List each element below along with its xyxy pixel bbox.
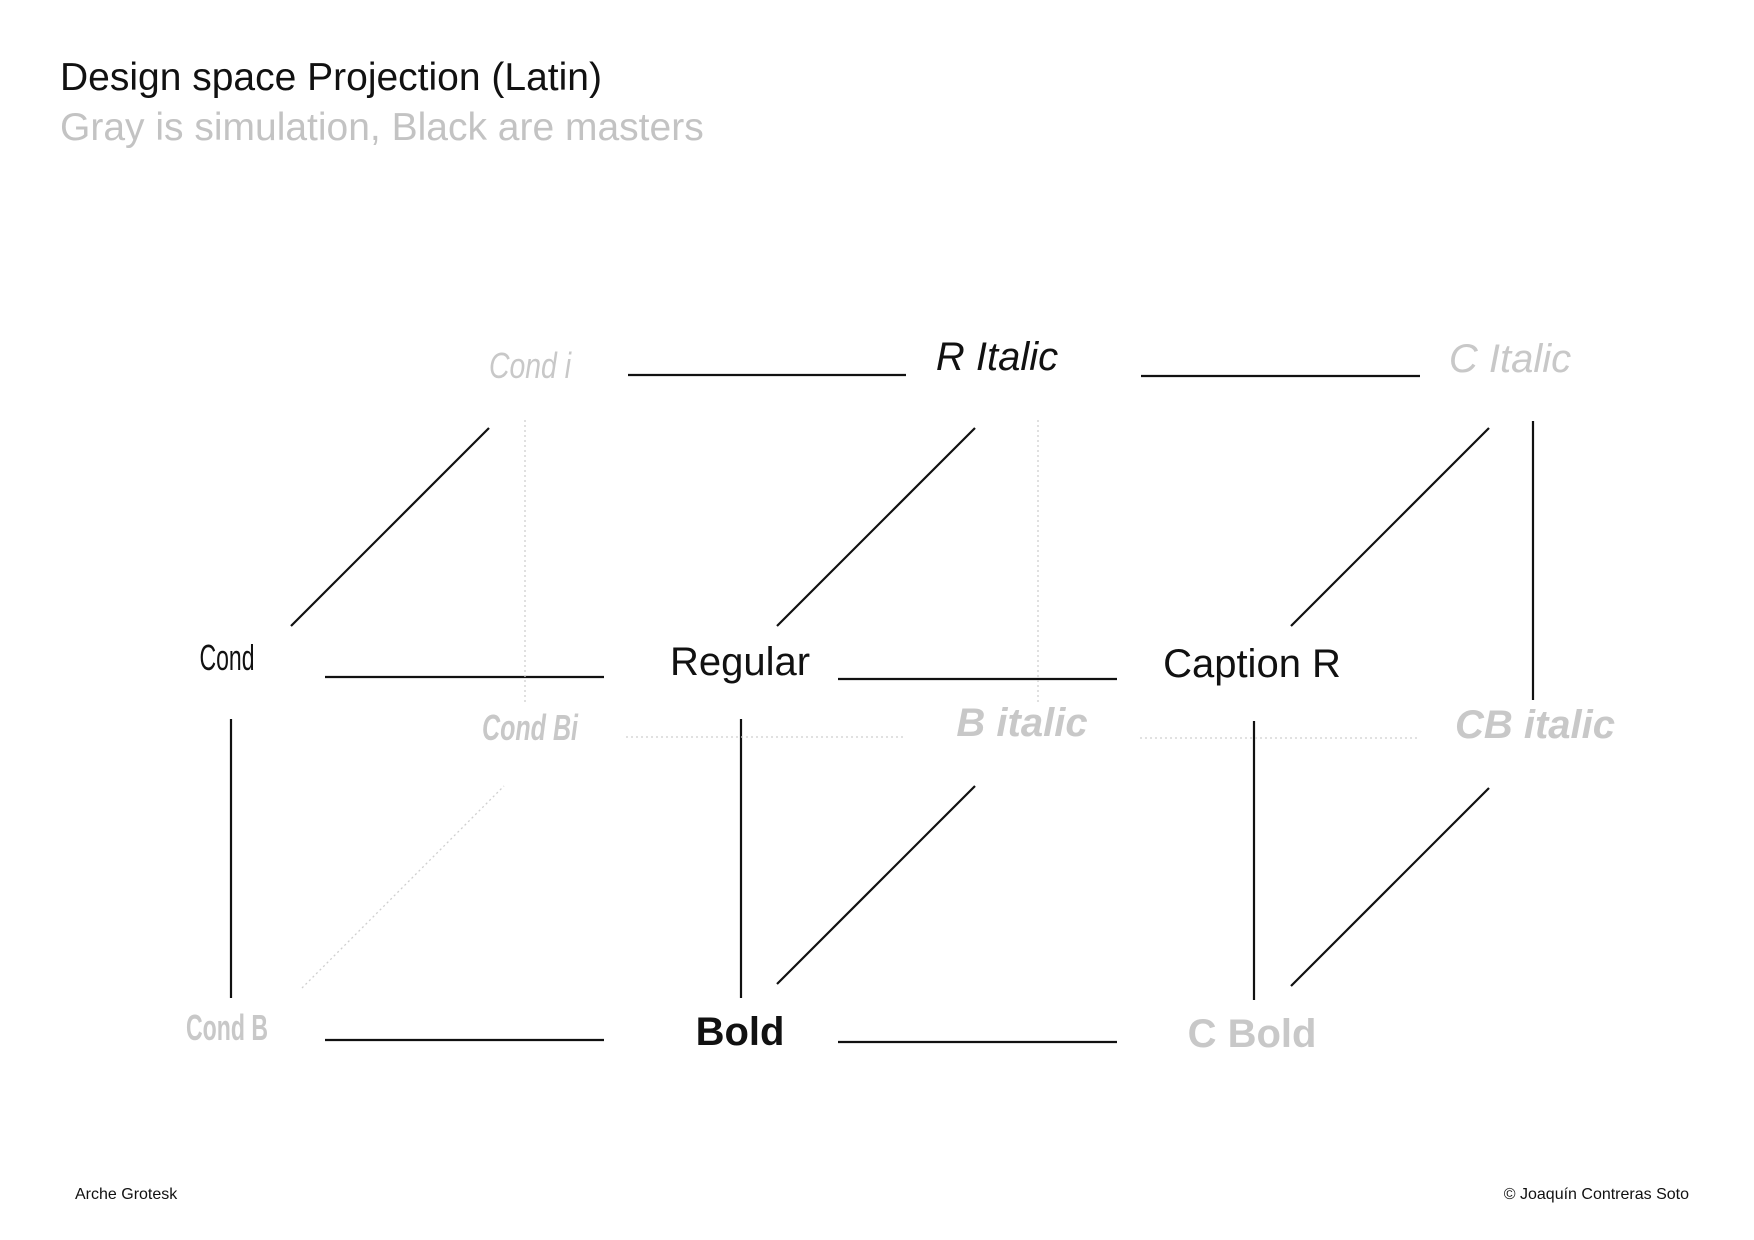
page-title: Design space Projection (Latin) <box>60 56 602 99</box>
node-bold: Bold <box>696 1010 785 1054</box>
node-regular: Regular <box>670 640 810 684</box>
edge-cond-to-cond-i <box>290 427 490 627</box>
edge-regular-to-r-italic <box>776 427 976 627</box>
edge-cond-b-to-cond-bi <box>301 785 505 989</box>
node-cond-bi: Cond Bi <box>482 707 579 748</box>
node-cond: Cond <box>200 637 255 678</box>
edge-c-bold-to-cb-italic <box>1290 787 1490 987</box>
node-caption-r: Caption R <box>1163 642 1341 686</box>
edge-caption-r-to-c-italic <box>1290 427 1490 627</box>
node-cond-i: Cond i <box>489 345 572 386</box>
footer-font-name: Arche Grotesk <box>75 1186 178 1203</box>
node-c-bold: C Bold <box>1188 1012 1317 1056</box>
node-r-italic: R Italic <box>936 335 1058 379</box>
page-subtitle: Gray is simulation, Black are masters <box>60 106 704 149</box>
node-cb-italic: CB italic <box>1455 703 1615 747</box>
node-b-italic: B italic <box>956 701 1087 745</box>
edges-layer <box>229 373 1535 1044</box>
node-c-italic: C Italic <box>1449 337 1571 381</box>
footer-credit: © Joaquín Contreras Soto <box>1503 1186 1689 1203</box>
edge-bold-to-b-italic <box>776 785 976 985</box>
node-cond-b: Cond B <box>186 1007 268 1048</box>
